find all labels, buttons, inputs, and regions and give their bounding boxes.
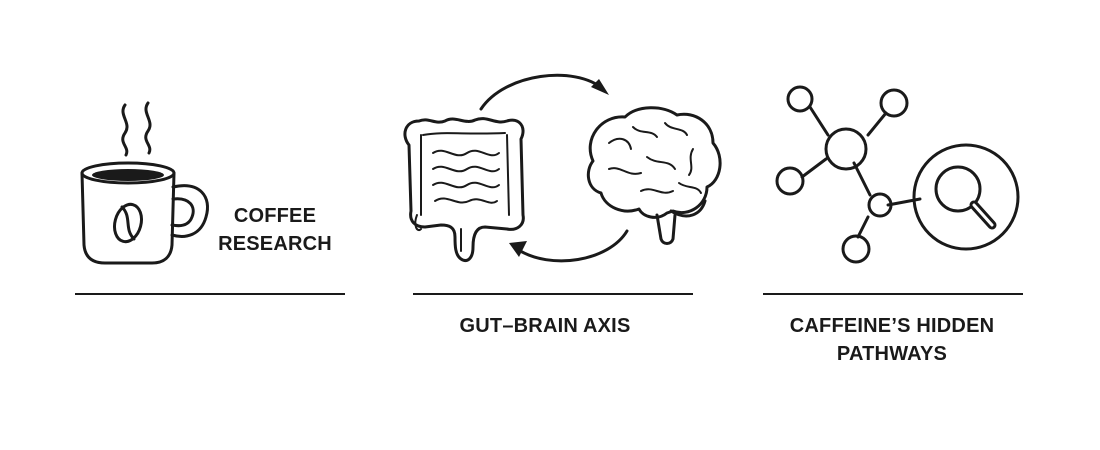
divider-rule — [763, 293, 1023, 295]
label-line: COFFEE — [233, 205, 317, 227]
panel-label-coffee-research: COFFEE RESEARCH — [210, 202, 340, 258]
panel-label-caffeine-pathways: CAFFEINE’S HIDDEN PATHWAYS — [752, 312, 1032, 368]
panel-gut-brain-axis: GUT–BRAIN AXIS — [380, 0, 722, 450]
divider-rule — [75, 293, 345, 295]
label-line: GUT–BRAIN AXIS — [459, 315, 631, 337]
coffee-cup-icon — [70, 95, 220, 270]
gut-brain-icon — [395, 65, 725, 275]
panel-label-gut-brain-axis: GUT–BRAIN AXIS — [400, 312, 690, 340]
molecule-magnifier-icon — [770, 85, 1030, 275]
label-line: RESEARCH — [218, 233, 332, 255]
divider-rule — [413, 293, 693, 295]
label-line: CAFFEINE’S HIDDEN — [789, 315, 995, 337]
panel-caffeine-pathways: CAFFEINE’S HIDDEN PATHWAYS — [720, 0, 1100, 450]
panel-coffee-research: COFFEE RESEARCH — [0, 0, 380, 450]
label-line: PATHWAYS — [836, 343, 948, 365]
